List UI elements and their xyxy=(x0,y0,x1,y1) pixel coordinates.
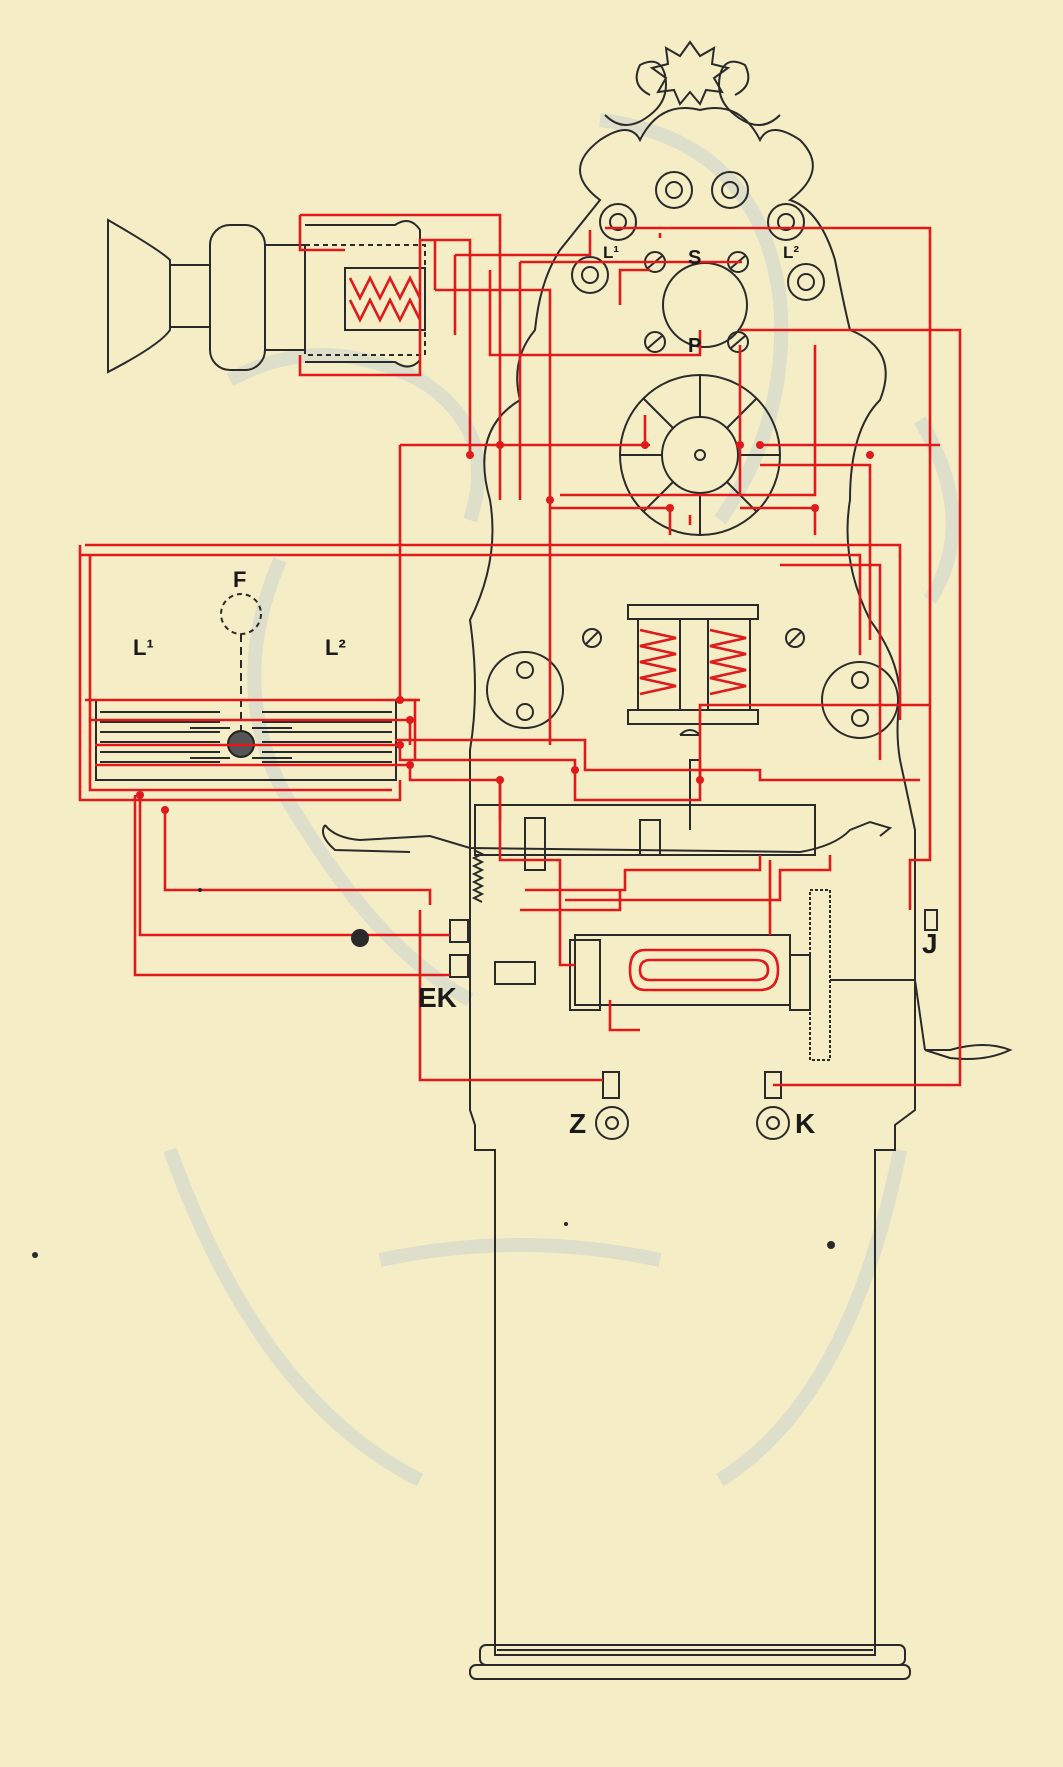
label-terminal-l1: L¹ xyxy=(603,243,619,262)
centre-boss xyxy=(662,262,748,348)
label-terminal-k: K xyxy=(795,1108,815,1139)
terminal-rings xyxy=(571,171,825,353)
line-switch-block xyxy=(95,593,397,781)
terminal-ring xyxy=(655,171,693,209)
wiring xyxy=(78,213,962,1087)
diagram-labels: L¹ S L² P F L¹ L² EK J Z K xyxy=(133,243,938,1139)
ink-specks xyxy=(32,888,835,1258)
binding-screw xyxy=(644,331,666,353)
small-terminals xyxy=(449,909,938,1140)
label-terminal-s: S xyxy=(688,247,701,269)
jack-contact xyxy=(924,909,938,931)
terminal-ring xyxy=(711,171,749,209)
terminal-k-post xyxy=(756,1071,790,1140)
hook-lever xyxy=(322,729,893,903)
label-jack: J xyxy=(922,928,938,959)
label-ground-key: EK xyxy=(418,982,457,1013)
binding-screw xyxy=(727,331,749,353)
label-switch-l2: L² xyxy=(325,635,346,660)
terminal-ring xyxy=(787,263,825,301)
screw xyxy=(582,628,602,648)
label-switch-l1: L¹ xyxy=(133,635,154,660)
housing-outline xyxy=(468,107,916,1680)
terminal-ring xyxy=(571,256,609,294)
ghost-background xyxy=(163,113,960,1487)
label-switch-f: F xyxy=(233,567,246,592)
terminal-ring xyxy=(767,203,805,241)
label-terminal-z: Z xyxy=(569,1108,586,1139)
label-terminal-l2: L² xyxy=(783,243,799,262)
screw xyxy=(785,628,805,648)
bell-mount-left xyxy=(486,651,564,729)
junction-dots xyxy=(136,441,874,814)
rotary-switch xyxy=(619,374,781,536)
crest-ornament xyxy=(604,40,781,126)
bell-magnets xyxy=(486,604,899,739)
ek-contact-top xyxy=(449,919,469,943)
transmitter xyxy=(107,218,426,374)
bell-mount-right xyxy=(821,661,899,739)
label-terminal-p: P xyxy=(688,335,701,357)
terminal-z-post xyxy=(595,1071,629,1140)
magneto-generator xyxy=(494,889,1013,1061)
ek-contact-bottom xyxy=(449,954,469,978)
terminal-ring xyxy=(599,203,637,241)
